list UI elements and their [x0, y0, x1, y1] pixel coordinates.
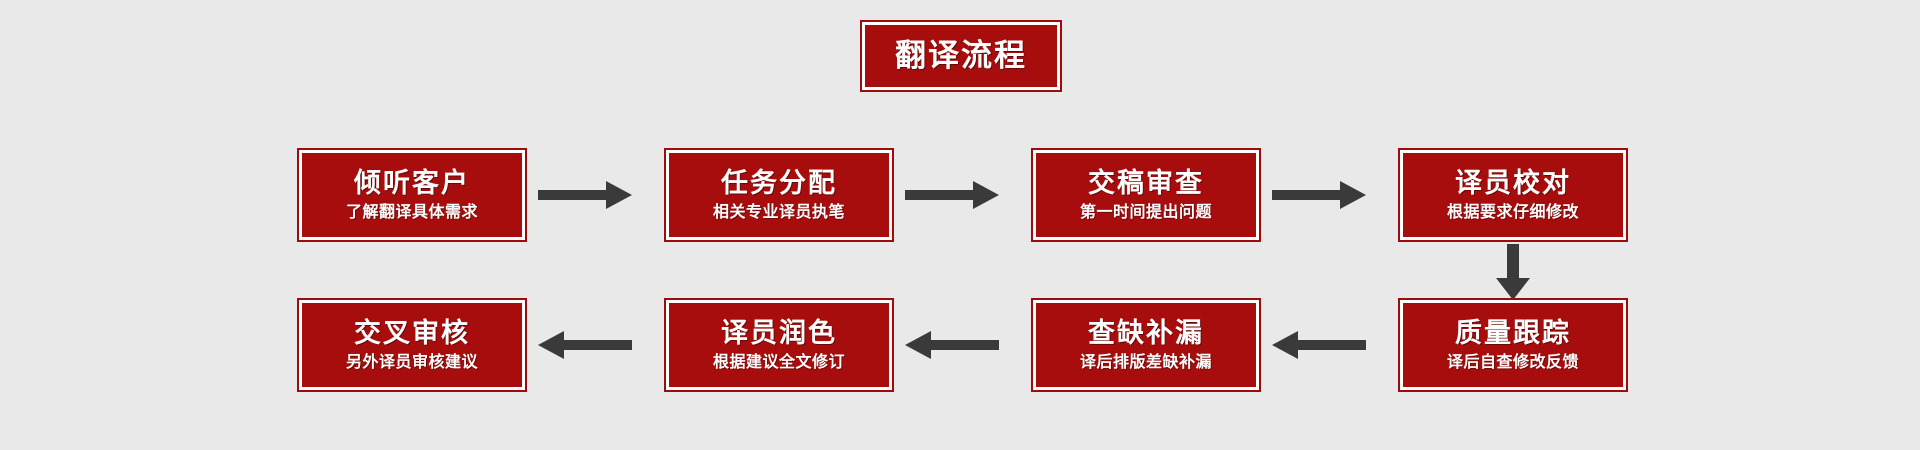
step-box-7[interactable]: 译员润色 根据建议全文修订	[664, 298, 894, 392]
step-box-3-inner: 交稿审查 第一时间提出问题	[1036, 153, 1256, 237]
step-box-8-inner: 交叉审核 另外译员审核建议	[302, 303, 522, 387]
step-box-7-inner: 译员润色 根据建议全文修订	[669, 303, 889, 387]
step-box-6-inner: 查缺补漏 译后排版差缺补漏	[1036, 303, 1256, 387]
arrow-right-icon-3	[1272, 175, 1366, 215]
step-box-8[interactable]: 交叉审核 另外译员审核建议	[297, 298, 527, 392]
step-box-6-title: 查缺补漏	[1088, 318, 1204, 349]
step-box-5-inner: 质量跟踪 译后自查修改反馈	[1403, 303, 1623, 387]
step-box-7-title: 译员润色	[721, 318, 837, 349]
step-box-5-subtitle: 译后自查修改反馈	[1446, 352, 1579, 371]
arrow-right-icon-1	[538, 175, 632, 215]
step-box-2-subtitle: 相关专业译员执笔	[712, 202, 845, 221]
step-box-3-title: 交稿审查	[1088, 168, 1204, 199]
step-box-2[interactable]: 任务分配 相关专业译员执笔	[664, 148, 894, 242]
step-box-1[interactable]: 倾听客户 了解翻译具体需求	[297, 148, 527, 242]
step-box-4-subtitle: 根据要求仔细修改	[1446, 202, 1579, 221]
arrow-right-icon-2	[905, 175, 999, 215]
step-box-1-title: 倾听客户	[354, 168, 470, 199]
arrow-left-icon-3	[1272, 325, 1366, 365]
diagram-title-text: 翻译流程	[895, 37, 1027, 74]
step-box-7-subtitle: 根据建议全文修订	[712, 352, 845, 371]
step-box-3[interactable]: 交稿审查 第一时间提出问题	[1031, 148, 1261, 242]
step-box-1-inner: 倾听客户 了解翻译具体需求	[302, 153, 522, 237]
diagram-title-inner: 翻译流程	[865, 25, 1057, 87]
step-box-4-title: 译员校对	[1455, 168, 1571, 199]
step-box-1-subtitle: 了解翻译具体需求	[345, 202, 478, 221]
step-box-8-subtitle: 另外译员审核建议	[345, 352, 478, 371]
step-box-8-title: 交叉审核	[354, 318, 470, 349]
diagram-title-plate: 翻译流程	[860, 20, 1062, 92]
step-box-6[interactable]: 查缺补漏 译后排版差缺补漏	[1031, 298, 1261, 392]
step-box-3-subtitle: 第一时间提出问题	[1079, 202, 1212, 221]
arrow-left-icon-1	[538, 325, 632, 365]
step-box-2-inner: 任务分配 相关专业译员执笔	[669, 153, 889, 237]
step-box-2-title: 任务分配	[721, 168, 837, 199]
arrow-down-icon	[1487, 244, 1539, 300]
step-box-5[interactable]: 质量跟踪 译后自查修改反馈	[1398, 298, 1628, 392]
step-box-5-title: 质量跟踪	[1455, 318, 1571, 349]
arrow-left-icon-2	[905, 325, 999, 365]
step-box-4-inner: 译员校对 根据要求仔细修改	[1403, 153, 1623, 237]
step-box-4[interactable]: 译员校对 根据要求仔细修改	[1398, 148, 1628, 242]
step-box-6-subtitle: 译后排版差缺补漏	[1079, 352, 1212, 371]
